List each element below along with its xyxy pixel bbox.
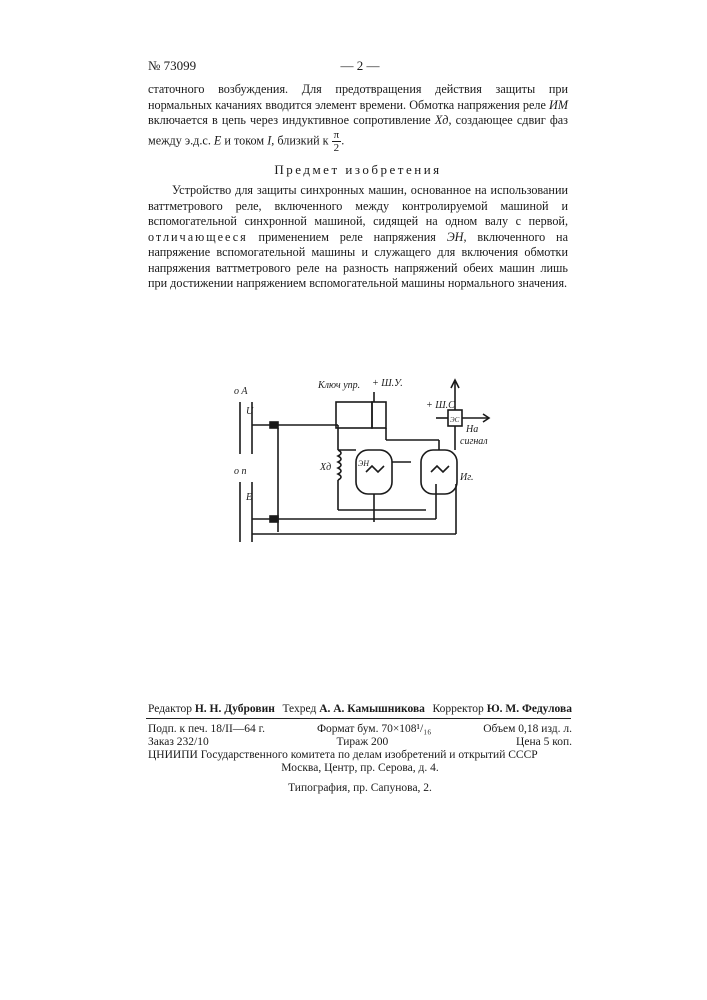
current-transformer [270,516,278,522]
label-en: ЭН [358,459,370,468]
paper-format: Формат бум. 70×108¹/₁₆ [317,722,431,736]
print-run: Тираж 200 [336,735,388,749]
reactance-coil [338,450,341,480]
label-shu: + Ш.У. [372,378,403,389]
label-signal: сигнал [460,436,488,447]
imprint-row: Подп. к печ. 18/II—64 г. Формат бум. 70×… [148,722,572,736]
body-text: . [341,133,344,147]
fraction-numerator: π [332,129,342,142]
section-title: Предмет изобретения [148,162,568,178]
body-text: и током [221,133,267,147]
label-xd: Xд [319,462,331,473]
typography: Типография, пр. Сапунова, 2. [148,782,572,794]
order-number: Заказ 232/10 [148,735,209,749]
body-text: включается в цепь через индуктивное сопр… [148,113,435,127]
body-paragraph: статочного возбуждения. Для предотвращен… [148,82,568,154]
footer-divider [146,718,571,719]
label-key: Ключ упр. [317,380,360,391]
price: Цена 5 коп. [516,735,572,749]
relay-en-ref: ЭН, [447,230,467,244]
reactance-ref: Xд [435,113,449,127]
label-im: Иг. [459,472,474,483]
label-shs: + Ш.С [426,400,455,411]
control-key [336,402,372,428]
imprint-row: Заказ 232/10 Тираж 200 Цена 5 коп. [148,735,572,749]
volume: Объем 0,18 изд. л. [483,722,572,736]
fraction-denominator: 2 [332,142,342,154]
circuit-diagram: o A U o п E Ключ упр. + Ш.У. + Ш.С ЭС На… [226,372,526,552]
claim-paragraph: Устройство для защиты синхронных машин, … [148,183,568,292]
body-text: , близкий к [271,133,331,147]
sign-date: Подп. к печ. 18/II—64 г. [148,722,265,736]
label-o-a: o A [234,386,248,397]
label-na: На [465,424,478,435]
credits-row: Редактор Н. Н. Дубровин Техред А. А. Кам… [148,702,572,716]
pi-over-2-fraction: π2 [332,129,342,154]
label-es: ЭС [450,416,460,424]
claim-text: Устройство для защиты синхронных машин, … [148,183,568,228]
key-contact [372,402,386,428]
body-text: статочного возбуждения. Для предотвращен… [148,82,568,112]
voltage-relay-en [356,450,392,494]
claim-emphasis: отличающееся [148,230,248,244]
corrector-credit: Корректор Ю. М. Федулова [433,702,572,716]
label-e: E [245,492,252,503]
relay-im-ref: ИМ [549,98,568,112]
publisher-org: ЦНИИПИ Государственного комитета по дела… [148,748,572,762]
publisher-address: Москва, Центр, пр. Серова, д. 4. [148,761,572,775]
techred-credit: Техред А. А. Камышникова [282,702,424,716]
label-o-p: o п [234,466,247,477]
current-transformer [270,422,278,428]
wattmeter-relay-im [421,450,457,494]
label-u: U [246,406,254,417]
claim-text: применением реле напряжения [248,230,447,244]
editor-credit: Редактор Н. Н. Дубровин [148,702,275,716]
page-number: — 2 — [320,58,400,74]
patent-number: № 73099 [148,58,196,74]
